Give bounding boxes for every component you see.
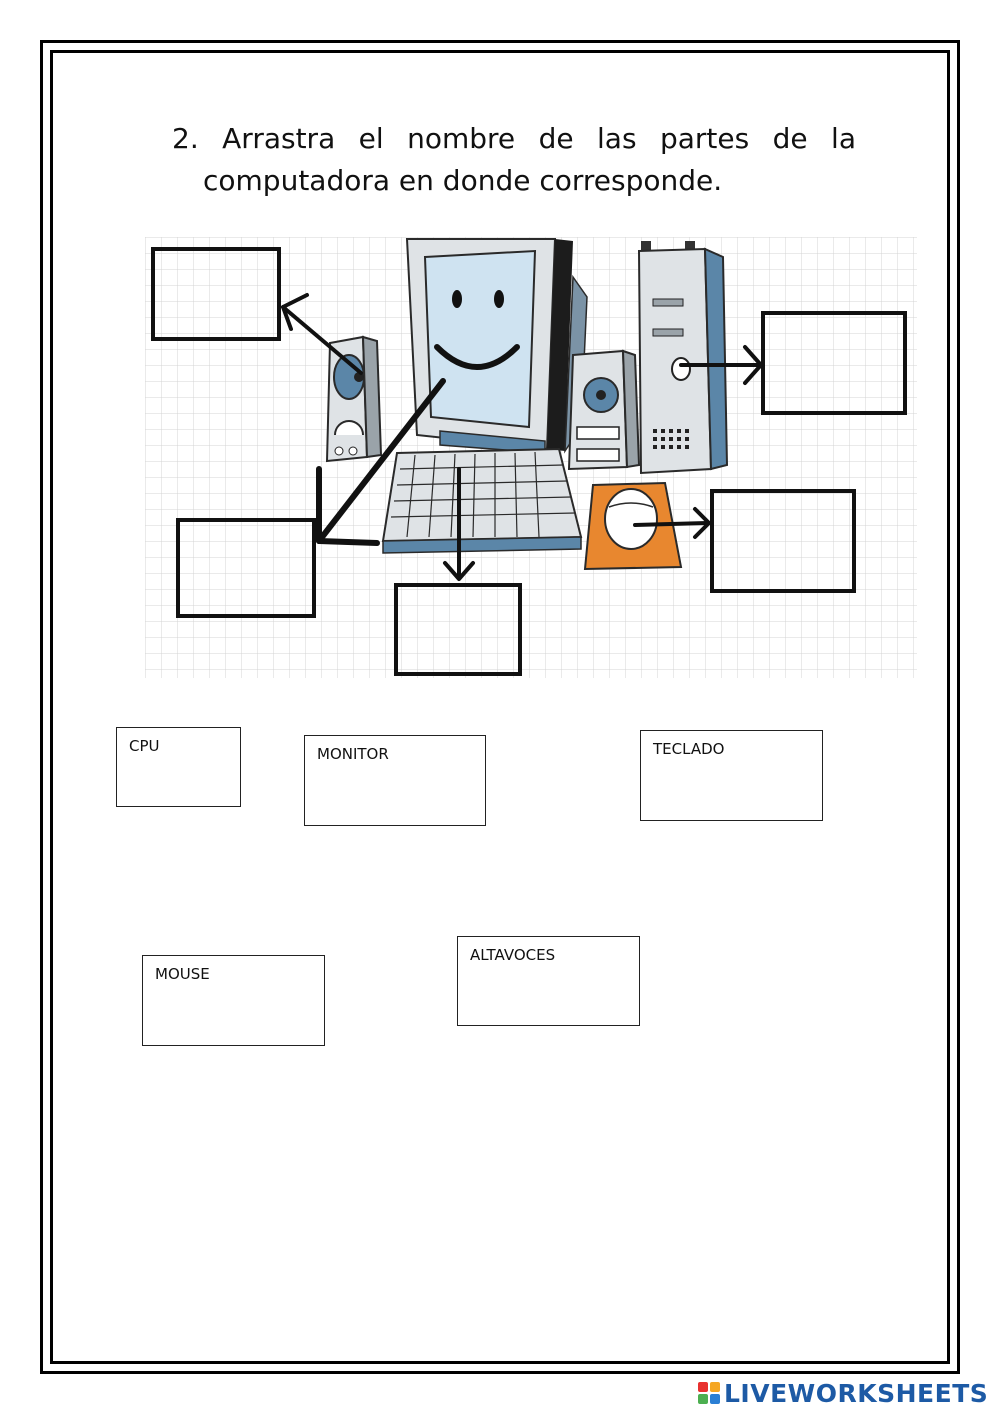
keyboard-image [381,447,583,554]
instruction-text: 2. Arrastra el nombre de las partes de l… [172,118,856,202]
drag-label-teclado[interactable]: TECLADO [640,730,823,821]
drop-box-right-middle [710,489,856,593]
instruction-line-2: computadora en donde corresponde. [203,164,723,197]
drag-label-altavoces-text: ALTAVOCES [470,946,556,964]
drop-box-top-left [151,247,281,341]
instruction-number: 2. [172,122,199,155]
page-border-outer [40,40,960,1374]
brand-name: LIVEWORKSHEETS [724,1378,989,1408]
monitor-image [405,238,588,454]
arrow-to-mouse-box [633,521,709,527]
liveworksheets-logo: LIVEWORKSHEETS [698,1377,988,1409]
cpu-tower-image [637,241,729,475]
instruction-line-1: 2. Arrastra el nombre de las partes de l… [172,118,856,160]
drag-label-altavoces[interactable]: ALTAVOCES [457,936,640,1026]
drag-label-monitor-text: MONITOR [317,745,389,763]
arrow-to-monitor-box [316,378,446,544]
liveworksheets-mark-icon [698,1382,720,1404]
left-speaker-image [325,335,383,463]
drag-label-mouse[interactable]: MOUSE [142,955,325,1046]
drag-label-teclado-text: TECLADO [653,740,725,758]
page-border-inner [50,50,950,1364]
computer-diagram [145,237,917,678]
right-speaker-image [567,349,641,471]
arrow-to-speaker-box [281,305,363,375]
drop-box-bottom-left [176,518,316,618]
drop-box-right-top [761,311,907,415]
drag-label-monitor[interactable]: MONITOR [304,735,486,826]
mouse-image [583,481,683,571]
drag-label-cpu[interactable]: CPU [116,727,241,807]
drag-label-cpu-text: CPU [129,737,160,755]
drag-label-mouse-text: MOUSE [155,965,210,983]
drop-box-bottom-center [394,583,522,676]
